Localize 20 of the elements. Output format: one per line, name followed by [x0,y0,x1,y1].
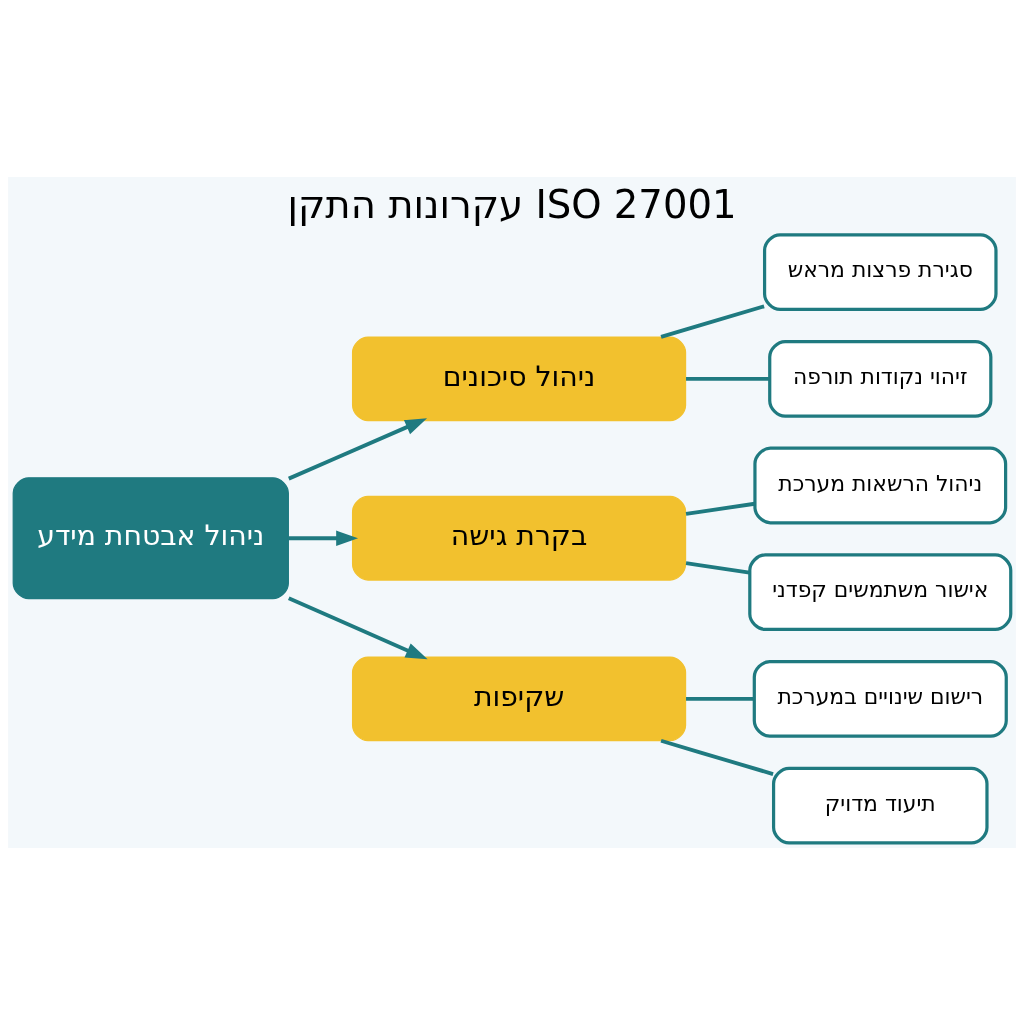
connector [685,501,756,516]
connector [686,696,755,701]
node-box: תיעוד מדויק [772,766,989,844]
node-box: אישור משתמשים קפדני [748,552,1013,631]
connector [660,303,765,339]
node-box: ניהול סיכונים [351,335,687,421]
node-box: ניהול אבטחת מידע [12,476,289,599]
connector [685,560,750,575]
node-box: זיהוי נקודות תורפה [768,339,993,418]
arrow [288,530,359,546]
node-box: רישום שינויים במערכת [752,659,1008,738]
arrow [288,596,428,659]
connector [686,376,770,381]
node-box: בקרת גישה [351,495,687,581]
node-box: שקיפות [351,655,687,741]
node-box: ניהול הרשאות מערכת [753,446,1008,524]
connector [660,738,774,776]
arrow [288,417,428,480]
diagram-title: עקרונות התקן ISO 27001 [287,181,737,227]
node-box: סגירת פרצות מראש [763,232,998,311]
